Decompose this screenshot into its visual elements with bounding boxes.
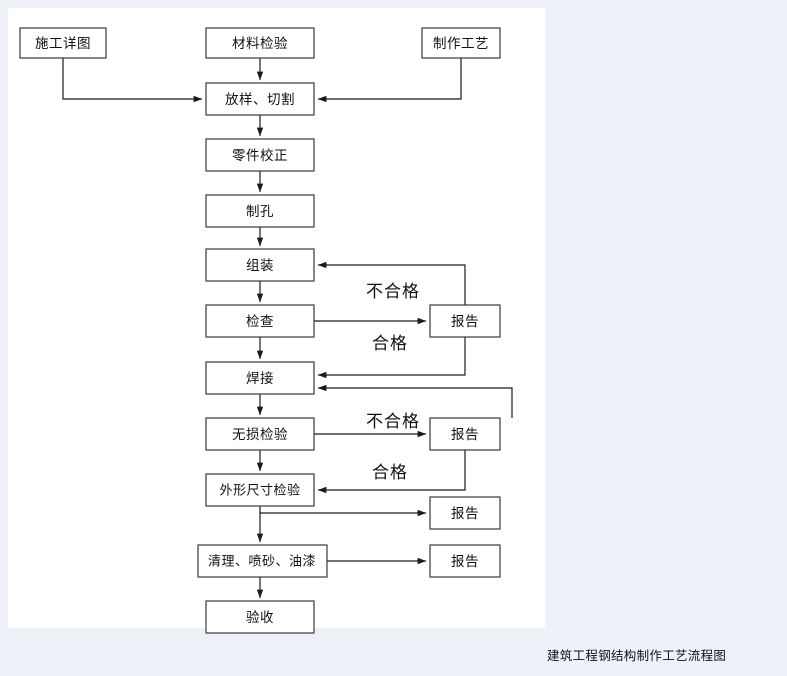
node-label-jiancha: 检查: [246, 314, 274, 330]
edges-layer: [62, 58, 513, 599]
node-label-waixing: 外形尺寸检验: [219, 483, 300, 499]
edge-label-buhege-2: 不合格: [366, 412, 420, 432]
edge-labels-layer: 不合格 合格 不合格 合格: [366, 282, 420, 483]
node-label-fangyang: 放样、切割: [225, 91, 295, 108]
edge-label-hege-1: 合格: [372, 334, 408, 354]
node-label-shigong: 施工详图: [35, 36, 91, 52]
node-shigong[interactable]: 施工详图: [19, 27, 107, 59]
node-label-baogao3: 报告: [451, 506, 479, 522]
node-baogao4[interactable]: 报告: [429, 544, 501, 578]
edge-baogao2-to-hanjie: [317, 384, 513, 418]
node-zhizuo[interactable]: 制作工艺: [421, 27, 501, 59]
edge-baogao2-to-waixing: [317, 450, 466, 494]
nodes-layer: 施工详图 材料检验 制作工艺 放样、切割 零件校正 制孔: [19, 27, 501, 634]
node-zhikong[interactable]: 制孔: [205, 194, 315, 228]
node-label-lingjian: 零件校正: [232, 147, 288, 164]
node-label-qingli: 清理、喷砂、油漆: [208, 554, 316, 570]
edge-zhizuo-to-fangyang: [317, 58, 462, 103]
edge-baogao1-to-hanjie: [317, 337, 466, 379]
node-baogao1[interactable]: 报告: [429, 304, 501, 338]
diagram-caption: 建筑工程钢结构制作工艺流程图: [547, 648, 727, 663]
node-baogao2[interactable]: 报告: [429, 417, 501, 451]
node-label-baogao4: 报告: [451, 554, 479, 570]
node-yanshou[interactable]: 验收: [205, 600, 315, 634]
node-lingjian[interactable]: 零件校正: [205, 138, 315, 172]
edge-label-buhege-1: 不合格: [366, 282, 420, 302]
node-label-zhizuo: 制作工艺: [433, 36, 489, 52]
node-label-yanshou: 验收: [246, 610, 274, 626]
node-label-wusun: 无损检验: [232, 427, 288, 443]
node-qingli[interactable]: 清理、喷砂、油漆: [197, 544, 328, 578]
edge-shigong-to-fangyang: [62, 58, 203, 103]
node-jiancha[interactable]: 检查: [205, 304, 315, 338]
node-hanjie[interactable]: 焊接: [205, 361, 315, 395]
node-waixing[interactable]: 外形尺寸检验: [205, 473, 315, 507]
node-cailiao[interactable]: 材料检验: [205, 27, 315, 59]
edge-label-hege-2: 合格: [372, 463, 408, 483]
node-label-zhikong: 制孔: [246, 204, 274, 220]
node-label-zuzhuang: 组装: [246, 258, 274, 274]
edge-baogao1-to-zuzhuang: [317, 261, 466, 305]
node-fangyang[interactable]: 放样、切割: [205, 82, 315, 116]
node-wusun[interactable]: 无损检验: [205, 417, 315, 451]
node-label-baogao1: 报告: [451, 314, 479, 330]
node-baogao3[interactable]: 报告: [429, 496, 501, 530]
node-label-baogao2: 报告: [451, 427, 479, 443]
node-zuzhuang[interactable]: 组装: [205, 248, 315, 282]
node-label-cailiao: 材料检验: [232, 36, 288, 52]
node-label-hanjie: 焊接: [246, 370, 274, 387]
